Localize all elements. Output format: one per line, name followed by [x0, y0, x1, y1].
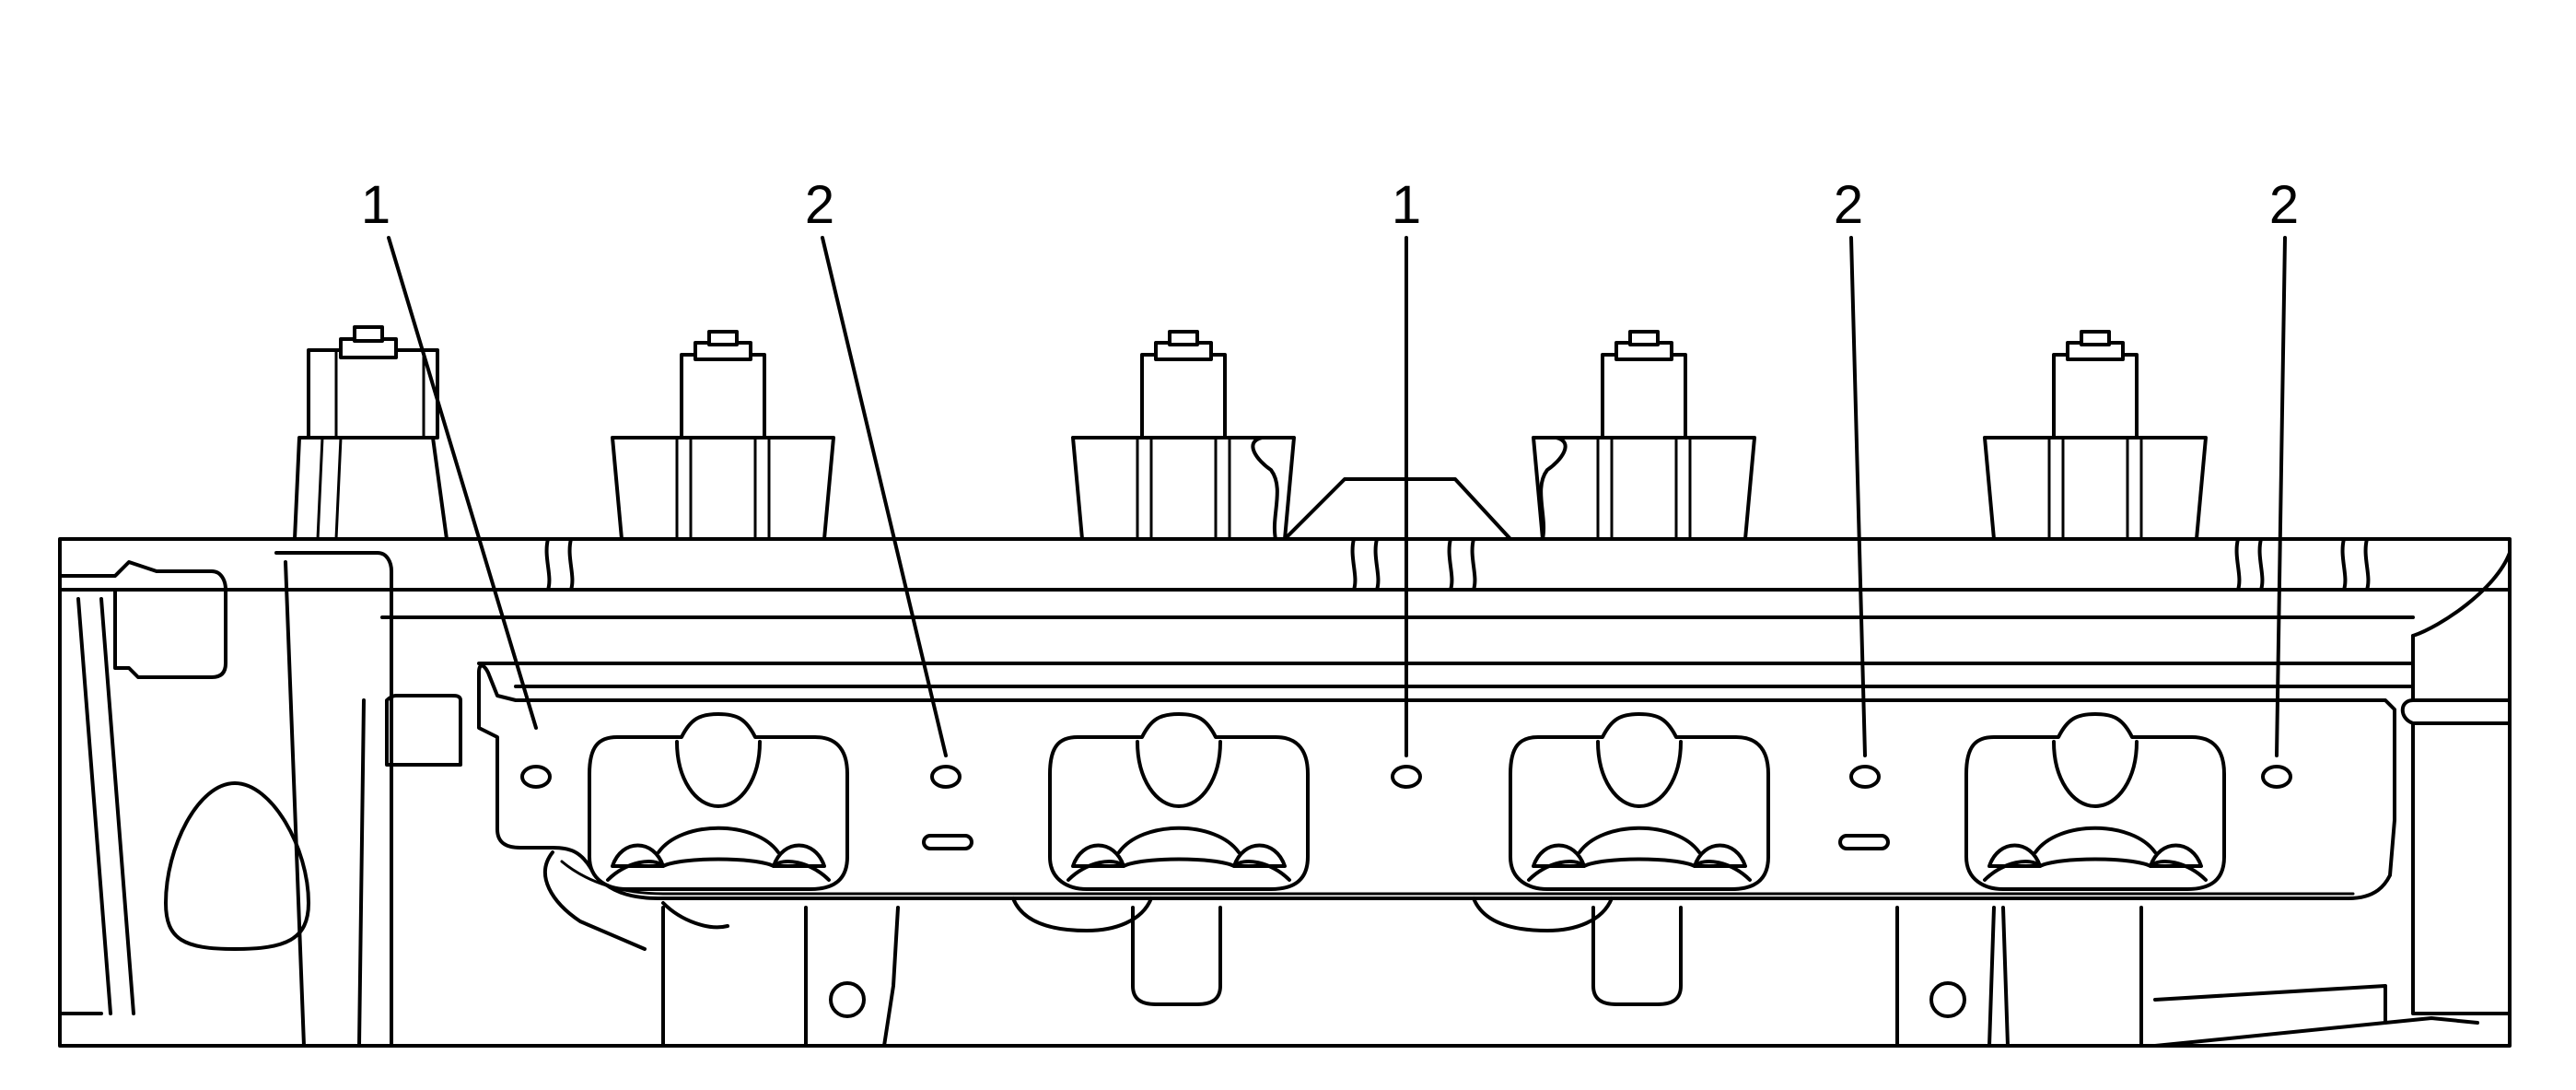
callout-labels: 1 2 1 2 2	[361, 175, 2299, 235]
leader-line-5	[2275, 236, 2287, 757]
port-1	[588, 712, 849, 891]
port-2	[1048, 712, 1310, 891]
leader-line-4	[1849, 236, 1867, 757]
bearing-cap-3	[1071, 330, 1296, 541]
leader-line-2	[821, 236, 948, 757]
stud-holes	[520, 765, 2292, 789]
stud-hole-5	[2261, 765, 2292, 789]
lower-ribs	[661, 906, 2143, 1048]
bearing-cap-2	[611, 330, 835, 541]
port-3	[1509, 712, 1770, 891]
bearing-cap-4	[1532, 330, 1756, 541]
exhaust-ports	[588, 712, 2226, 891]
callout-2: 2	[805, 175, 834, 235]
stud-hole-3	[1391, 765, 1422, 789]
slots	[922, 834, 1890, 850]
leader-line-1	[387, 236, 538, 730]
stud-hole-2	[930, 765, 962, 789]
bearing-cap-1	[293, 325, 449, 541]
stud-hole-1	[520, 765, 552, 789]
callout-4: 2	[1834, 175, 1863, 235]
port-4	[1964, 712, 2226, 891]
bearing-caps	[293, 325, 2208, 541]
callout-5: 2	[2269, 175, 2299, 235]
callout-3: 1	[1392, 175, 1421, 235]
stud-hole-4	[1849, 765, 1881, 789]
callout-1: 1	[361, 175, 390, 235]
bearing-cap-5	[1983, 330, 2208, 541]
leader-lines	[387, 236, 2287, 757]
